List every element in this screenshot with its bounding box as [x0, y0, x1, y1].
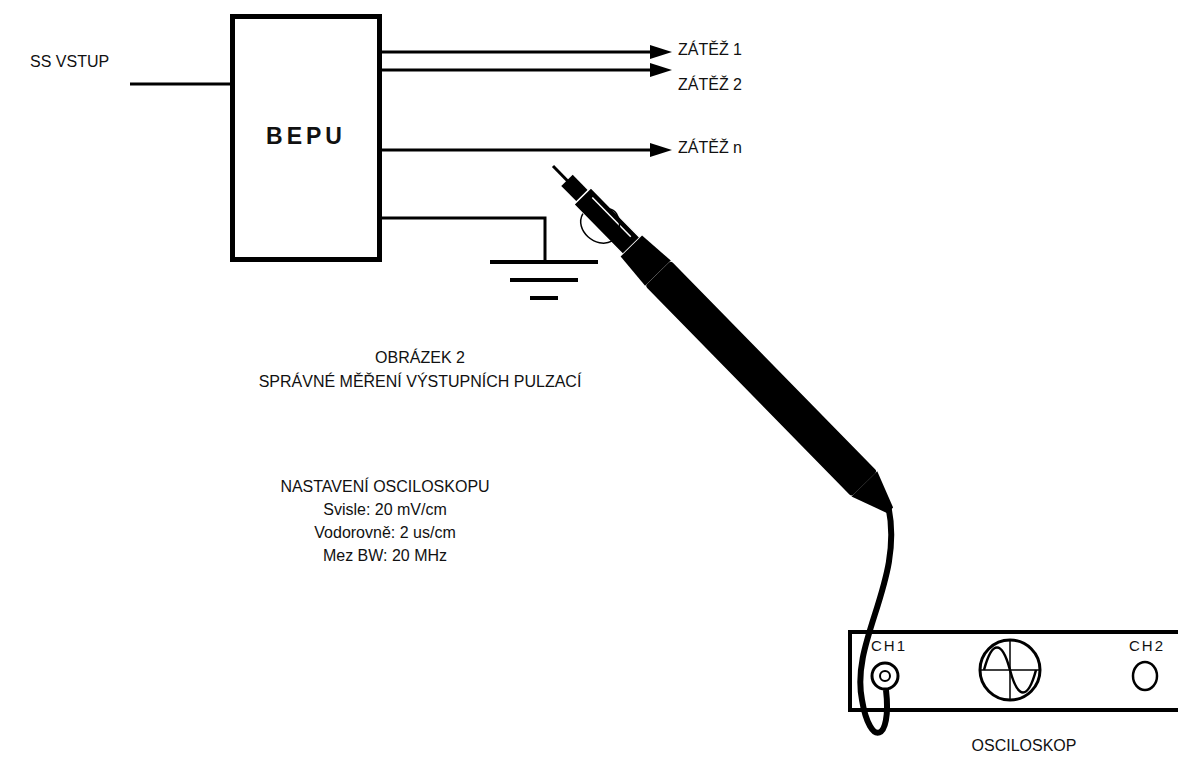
ground-symbol	[510, 278, 578, 282]
figure-number: OBRÁZEK 2	[375, 349, 465, 367]
arrowhead	[650, 63, 672, 77]
device-label: OSCILOSKOP	[972, 737, 1077, 755]
channel-label: CH2	[1129, 637, 1165, 654]
ch1-connector	[872, 663, 898, 689]
ch2-connector	[1133, 662, 1157, 690]
ground-symbol	[490, 260, 598, 264]
oscilloscope-box: CH1CH2OSCILOSKOP	[848, 630, 1178, 712]
ground-symbol	[530, 296, 558, 300]
output-wire	[380, 69, 655, 72]
load-label: ZÁTĚŽ 1	[678, 41, 742, 59]
screen	[980, 640, 1040, 700]
setting-value: Svisle: 20 mV/cm	[323, 501, 447, 519]
unit-name: BEPU	[266, 122, 346, 148]
load-label: ZÁTĚŽ 2	[678, 76, 742, 94]
oscilloscope-parts	[872, 640, 1157, 700]
input-wire	[130, 83, 232, 86]
channel-label: CH1	[871, 637, 907, 654]
power-unit-box: BEPU	[230, 14, 382, 262]
arrowhead	[650, 143, 672, 157]
sine-trace	[984, 648, 1036, 693]
output-wire	[380, 51, 655, 54]
setting-value: Vodorovně: 2 us/cm	[314, 524, 455, 542]
load-label: ZÁTĚŽ n	[678, 139, 742, 157]
input-label: SS VSTUP	[30, 53, 109, 71]
probe-cable	[860, 505, 891, 733]
wiring	[130, 52, 655, 298]
output-wire	[380, 149, 655, 152]
figure-caption: SPRÁVNÉ MĚŘENÍ VÝSTUPNÍCH PULZACÍ	[259, 373, 582, 391]
ground-wire	[380, 218, 545, 262]
arrowheads	[650, 45, 672, 157]
arrowhead	[650, 45, 672, 59]
setting-value: Mez BW: 20 MHz	[323, 547, 447, 565]
settings-heading: NASTAVENÍ OSCILOSKOPU	[280, 478, 489, 496]
probe	[535, 153, 903, 527]
